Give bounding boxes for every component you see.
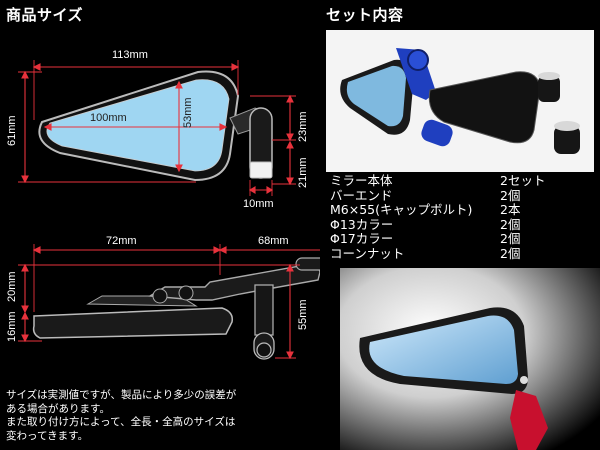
dim-width-glass: 100mm xyxy=(90,112,127,124)
item-name: コーンナット xyxy=(330,245,405,261)
dim-height-total: 61mm xyxy=(6,115,18,146)
item-name: M6×55(キャップボルト) xyxy=(330,202,473,217)
note-line: また取り付け方によって、全長・全高のサイズは xyxy=(6,416,236,428)
item-qty: 2個 xyxy=(500,187,521,203)
mirror-top-glass xyxy=(46,79,230,172)
item-qty: 2セット xyxy=(500,173,546,188)
dim-width-right: 68mm xyxy=(258,235,289,247)
size-notes: サイズは実測値ですが、製品により多少の誤差が ある場合があります。 また取り付け… xyxy=(6,389,316,443)
product-size-title: 商品サイズ xyxy=(6,6,84,24)
dim-height-right: 23mm xyxy=(297,111,309,142)
item-qty: 2本 xyxy=(500,202,521,217)
item-name: ミラー本体 xyxy=(330,173,393,188)
dim-height-glass: 53mm xyxy=(182,97,194,128)
list-item: M6×55(キャップボルト) 2本 xyxy=(330,202,598,218)
dim-height-lower: 16mm xyxy=(6,311,18,342)
mounted-mirror-photo xyxy=(340,268,600,450)
dim-height-total-right: 55mm xyxy=(297,299,309,330)
mirror-side-arm xyxy=(147,264,320,301)
mirror-side-post xyxy=(254,284,274,336)
list-item: ミラー本体 2セット xyxy=(330,173,598,189)
list-item: コーンナット 2個 xyxy=(330,245,598,262)
note-line: 変わってきます。 xyxy=(6,429,89,442)
dim-width-end: 10mm xyxy=(243,198,274,210)
dim-width-left: 72mm xyxy=(106,235,137,247)
item-qty: 2個 xyxy=(500,231,521,246)
set-contents-photo xyxy=(326,30,594,172)
mirror-side-body xyxy=(32,307,234,339)
item-name: Φ17カラー xyxy=(330,231,394,246)
top-view-diagram xyxy=(18,60,320,360)
item-name: バーエンド xyxy=(330,187,393,203)
dim-height-right-lower: 21mm xyxy=(297,157,309,188)
dim-height-upper: 20mm xyxy=(6,271,18,302)
note-line: サイズは実測値ですが、製品により多少の誤差が xyxy=(6,389,237,401)
list-item: Φ13カラー 2個 xyxy=(330,216,598,233)
dim-width-total: 113mm xyxy=(112,49,148,61)
set-contents-title: セット内容 xyxy=(326,6,404,24)
note-line: ある場合があります。 xyxy=(6,402,110,415)
item-qty: 2個 xyxy=(500,216,521,232)
item-qty: 2個 xyxy=(500,245,521,261)
set-contents-list: ミラー本体 2セット バーエンド 2個 M6×55(キャップボルト) 2本 Φ1… xyxy=(330,173,598,262)
item-name: Φ13カラー xyxy=(330,216,394,232)
list-item: バーエンド 2個 xyxy=(330,187,598,204)
list-item: Φ17カラー 2個 xyxy=(330,231,598,247)
